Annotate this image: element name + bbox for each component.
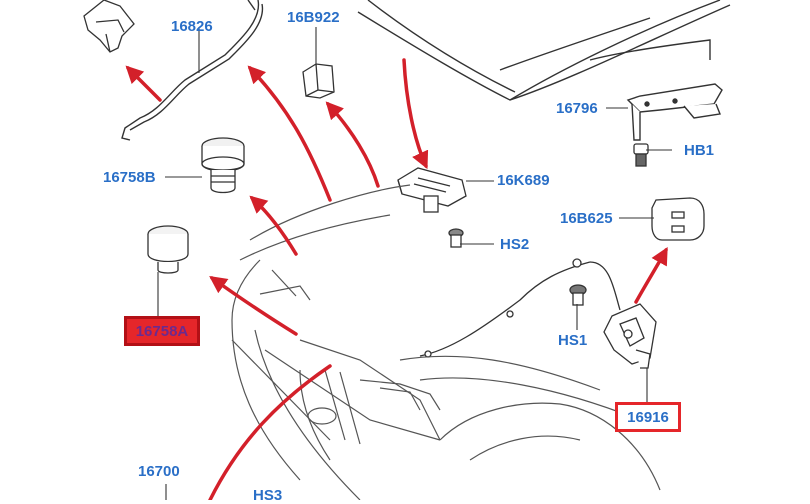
bump-stop-16758b (201, 137, 245, 194)
label-16916[interactable]: 16916 (615, 402, 681, 432)
latch-striker (397, 167, 467, 213)
release-cable (419, 258, 621, 358)
label-16758a[interactable]: 16758A (124, 316, 200, 346)
bolt-hs2 (448, 228, 464, 248)
leader-lines (157, 27, 672, 500)
label-hs3: HS3 (253, 487, 283, 504)
label-hb1: HB1 (684, 142, 715, 159)
arrow-to-handle (634, 246, 668, 304)
label-16k689: 16K689 (497, 172, 550, 189)
hood-panel (357, 0, 731, 101)
hood-hinge (626, 83, 723, 141)
clip-16b922 (302, 63, 335, 99)
arrow-to-rod-clip (125, 65, 162, 102)
label-16826: 16826 (171, 18, 213, 35)
prop-rod-clip (83, 0, 135, 53)
label-16b625: 16B625 (560, 210, 613, 227)
label-16700: 16700 (138, 463, 180, 480)
arrow-to-bump-b (249, 195, 298, 256)
prop-rod (121, 0, 264, 141)
arrow-to-striker (402, 58, 429, 170)
arrow-to-clip (325, 101, 380, 188)
label-16758b: 16758B (103, 169, 156, 186)
bolt-hs1 (569, 284, 587, 306)
label-hs2: HS2 (500, 236, 530, 253)
arrow-to-prop-rod (247, 65, 332, 202)
callout-arrows (125, 58, 668, 500)
bump-stop-16758a (147, 225, 189, 274)
label-16b922: 16B922 (287, 9, 340, 26)
bolt-hb1 (633, 143, 649, 167)
arrow-to-bump-a (209, 275, 298, 336)
vehicle-outline (231, 184, 661, 500)
label-16796: 16796 (556, 100, 598, 117)
arrow-from-bottom (208, 364, 332, 500)
hood-latch (603, 303, 657, 369)
release-handle (651, 197, 705, 241)
label-hs1: HS1 (558, 332, 588, 349)
